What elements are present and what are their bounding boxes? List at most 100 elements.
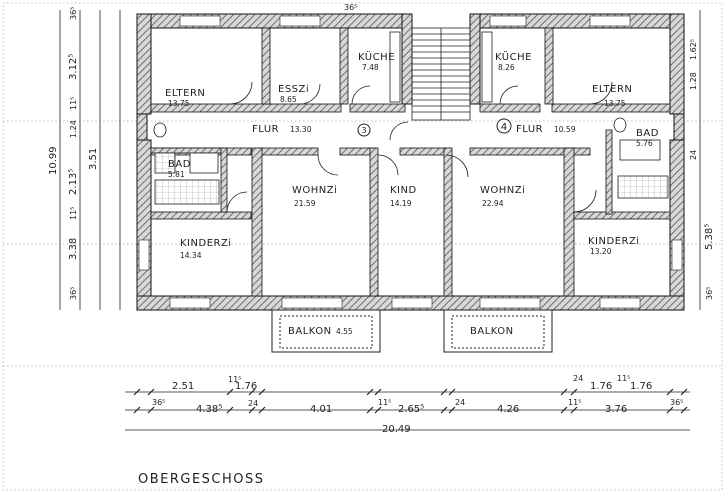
dimension-tick xyxy=(666,406,674,414)
dimension-tick xyxy=(374,406,382,414)
area-bad-east: 5.76 xyxy=(636,139,653,148)
dim-right-0: 1.62⁵ xyxy=(689,39,698,60)
marker-4-label: 4 xyxy=(501,122,507,133)
area-eltern-west: 13.75 xyxy=(168,99,190,108)
left-dimensions: 36⁵ 3.12⁵ 11⁵ 1.24 3.51 10.99 2.13⁵ 11⁵ … xyxy=(48,7,99,300)
dim-row2-0: 36⁵ xyxy=(152,398,165,407)
dim-row2-6: 24 xyxy=(455,398,465,407)
dim-row1-2: 1.76 xyxy=(235,381,257,392)
dim-row1-4: 1.76 xyxy=(590,381,612,392)
area-kueche-west: 7.48 xyxy=(362,63,379,72)
marker-3-label: 3 xyxy=(361,126,366,135)
area-esszi: 8.65 xyxy=(280,95,297,104)
area-flur-west: 13.30 xyxy=(290,125,312,134)
kitchen-counters xyxy=(389,31,493,103)
area-wohnzi-east: 22.94 xyxy=(482,199,504,208)
dimension-tick xyxy=(226,388,234,396)
dim-row1-6: 1.76 xyxy=(630,381,652,392)
room-eltern-west: ELTERN xyxy=(165,88,205,99)
dimension-tick xyxy=(147,388,155,396)
dim-left-3: 1.24 xyxy=(69,120,78,138)
dim-row2-2: 24 xyxy=(248,399,258,408)
room-balkon-west: BALKON xyxy=(288,326,332,337)
dimension-tick xyxy=(680,406,688,414)
dimension-tick xyxy=(440,406,448,414)
dim-row1-5: 11⁵ xyxy=(617,374,630,383)
area-bad-west: 5.81 xyxy=(168,170,185,179)
section-markers: 3 4 xyxy=(357,118,512,137)
dim-row2-10: 36⁵ xyxy=(670,398,683,407)
room-kueche-west: KÜCHE xyxy=(358,50,395,63)
room-esszi: ESSZi xyxy=(278,84,309,95)
room-balkon-east: BALKON xyxy=(470,326,514,337)
dimension-tick xyxy=(366,388,374,396)
door-swings xyxy=(226,81,613,213)
dimension-tick xyxy=(448,388,456,396)
room-bad-west: BAD xyxy=(168,159,191,170)
dim-right-1: 1.28 xyxy=(689,72,698,90)
dim-total: 20.49 xyxy=(382,424,411,435)
dim-left-4: 3.51 xyxy=(88,148,99,170)
dim-left-0: 36⁵ xyxy=(69,7,78,20)
dimension-tick xyxy=(226,406,234,414)
dimension-ticks xyxy=(133,388,688,414)
room-kind: KIND xyxy=(390,185,417,196)
dimension-tick xyxy=(570,388,578,396)
staircase xyxy=(411,27,471,121)
dim-row2-8: 11⁵ xyxy=(568,398,581,407)
dim-left-5: 10.99 xyxy=(48,146,59,175)
area-kueche-east: 8.26 xyxy=(498,63,515,72)
dim-row2-3: 4.01 xyxy=(310,404,332,415)
right-dimensions: 1.62⁵ 1.28 24 5.38⁵ 36⁵ xyxy=(689,39,715,300)
dim-row1-0: 2.51 xyxy=(172,381,194,392)
area-kinderzi-west: 14.34 xyxy=(180,251,202,260)
dim-right-2: 24 xyxy=(689,150,698,160)
marker-4 xyxy=(496,118,512,134)
balconies xyxy=(271,309,553,353)
dim-row2-1: 4.38⁵ xyxy=(196,404,222,415)
room-labels: ELTERN 13.75 ESSZi 8.65 KÜCHE 7.48 KÜCHE… xyxy=(165,50,659,337)
dim-left-7: 11⁵ xyxy=(69,207,78,220)
area-eltern-east: 13.75 xyxy=(604,99,626,108)
dim-row2-9: 3.76 xyxy=(605,404,627,415)
dimension-tick xyxy=(560,406,568,414)
dimension-tick xyxy=(570,406,578,414)
dim-row2-4: 11⁵ xyxy=(378,398,391,407)
area-kind: 14.19 xyxy=(390,199,412,208)
dim-row1-3: 24 xyxy=(573,374,583,383)
dim-left-1: 3.12⁵ xyxy=(68,54,79,80)
area-kinderzi-east: 13.20 xyxy=(590,247,612,256)
room-eltern-east: ELTERN xyxy=(592,84,632,95)
dimension-tick xyxy=(147,406,155,414)
bath-fixtures xyxy=(153,117,669,205)
dimension-tick xyxy=(133,388,141,396)
dimension-tick xyxy=(448,406,456,414)
windows xyxy=(138,15,683,309)
room-flur-west: FLUR xyxy=(252,124,279,135)
dimension-tick xyxy=(374,388,382,396)
dim-row1-1: 11⁵ xyxy=(228,375,241,384)
room-wohnzi-east: WOHNZi xyxy=(480,185,525,196)
dimension-lines xyxy=(59,10,701,431)
room-bad-east: BAD xyxy=(636,128,659,139)
dim-row2-5: 2.65⁵ xyxy=(398,404,424,415)
dimension-tick xyxy=(258,388,266,396)
outer-walls xyxy=(136,13,685,311)
dim-left-9: 36⁵ xyxy=(69,287,78,300)
room-wohnzi-west: WOHNZi xyxy=(292,185,337,196)
dim-right-3: 5.38⁵ xyxy=(704,224,715,250)
dim-left-6: 2.13⁵ xyxy=(68,169,79,195)
dimension-tick xyxy=(133,406,141,414)
room-kueche-east: KÜCHE xyxy=(495,50,532,63)
dimension-tick xyxy=(440,388,448,396)
drawing-title: OBERGESCHOSS xyxy=(138,472,265,487)
dimension-tick xyxy=(258,406,266,414)
dim-left-8: 3.38 xyxy=(68,238,79,260)
area-balkon-west: 4.55 xyxy=(336,327,353,336)
dimension-tick xyxy=(560,388,568,396)
room-kinderzi-east: KINDERZi xyxy=(588,236,640,247)
marker-3 xyxy=(357,123,371,137)
area-flur-east: 10.59 xyxy=(554,125,576,134)
